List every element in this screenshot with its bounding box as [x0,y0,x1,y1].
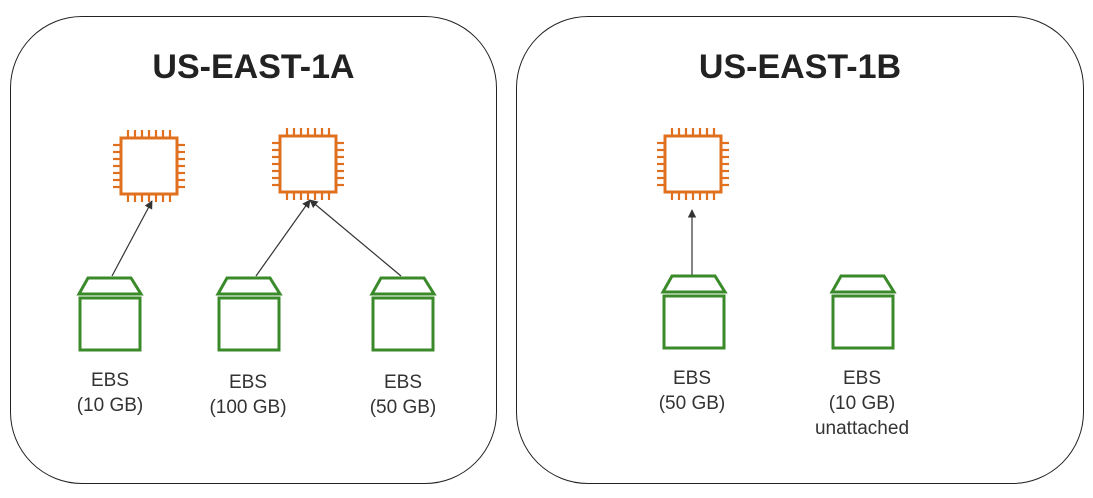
ebs-name: EBS [842,368,882,389]
ebs-status: unattached [814,418,910,439]
ec2-instance-icon [657,128,729,200]
ebs-label: EBS (10 GB) unattached [792,366,932,441]
ebs-size: (50 GB) [658,393,726,414]
ebs-volume-icon [76,276,144,352]
availability-zone-b [516,16,1084,484]
availability-zone-a [10,16,497,484]
ebs-size: (100 GB) [209,397,287,418]
ebs-size: (50 GB) [369,397,437,418]
ec2-instance-icon [113,130,185,202]
ec2-instance-icon [272,128,344,200]
ebs-volume-icon [660,274,728,350]
ebs-name: EBS [228,372,268,393]
zone-b-title: US-EAST-1B [698,48,902,86]
ebs-label: EBS (50 GB) [622,366,762,416]
ebs-label: EBS (50 GB) [333,370,473,420]
zone-a-title: US-EAST-1A [152,48,355,86]
ebs-volume-icon [369,276,437,352]
ebs-size: (10 GB) [828,393,896,414]
ebs-size: (10 GB) [76,395,144,416]
ebs-label: EBS (100 GB) [178,370,318,420]
ebs-name: EBS [90,370,130,391]
ebs-name: EBS [383,372,423,393]
ebs-label: EBS (10 GB) [40,368,180,418]
ebs-volume-icon [215,276,283,352]
ebs-name: EBS [672,368,712,389]
ebs-volume-icon [829,274,897,350]
